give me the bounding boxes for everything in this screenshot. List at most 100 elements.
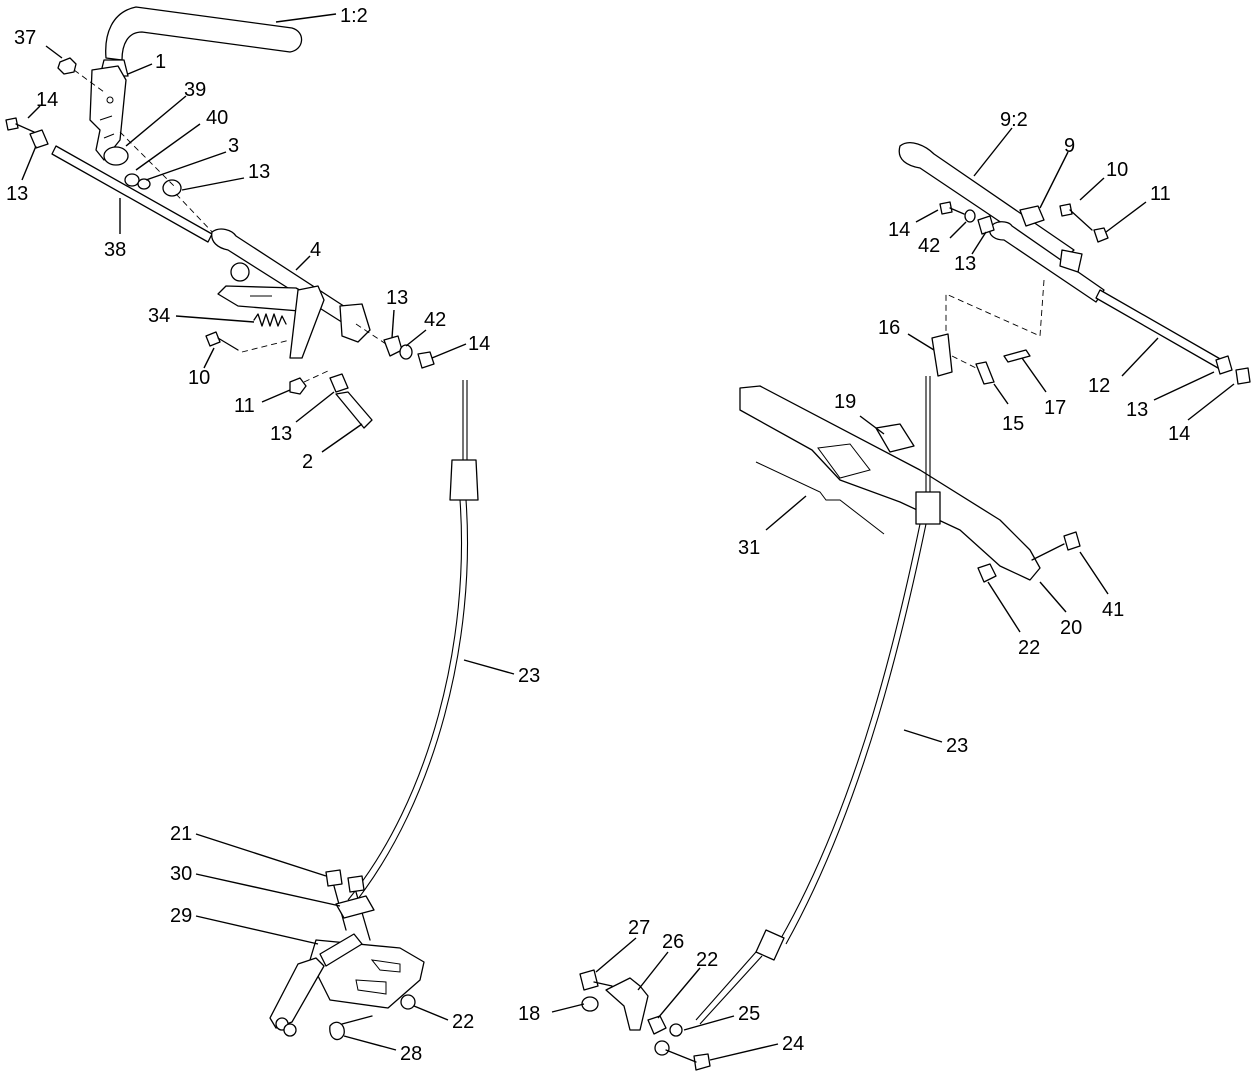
- clip-30: [335, 895, 375, 919]
- bolt-24: [665, 1049, 711, 1071]
- callout-14-right-end: 14: [1168, 423, 1190, 445]
- bolt-2: [335, 391, 373, 429]
- right-bottom-linkage: [579, 969, 711, 1071]
- callout-1: 1: [155, 51, 166, 73]
- spring-34: [253, 313, 287, 327]
- leader-lines: [21, 13, 1235, 1061]
- callout-27: 27: [628, 917, 650, 939]
- shaft-12: [1095, 289, 1223, 369]
- callout-10-left: 10: [188, 367, 210, 389]
- bolt-28: [329, 1015, 373, 1041]
- shaft-38: [51, 145, 213, 243]
- callout-40: 40: [206, 107, 228, 129]
- bushing-13-right-upper: [977, 215, 995, 235]
- callout-13-right: 13: [386, 287, 408, 309]
- wire-31: [755, 461, 885, 535]
- callout-19: 19: [834, 391, 856, 413]
- right-control-lever-assembly: [739, 142, 1251, 583]
- callout-30: 30: [170, 863, 192, 885]
- callout-2: 2: [302, 451, 313, 473]
- bracket-26: [605, 977, 649, 1031]
- linkage-arm: [269, 957, 325, 1029]
- bushing-13-right: [383, 335, 403, 357]
- bolt-14-upper-right: [939, 201, 965, 215]
- callout-9-2: 9:2: [1000, 109, 1028, 131]
- bolt-14-left: [5, 117, 35, 133]
- callout-12: 12: [1088, 375, 1110, 397]
- callout-22-left: 22: [452, 1011, 474, 1033]
- callout-21: 21: [170, 823, 192, 845]
- bolt-21-a: [325, 869, 347, 931]
- bolt-14-right: [417, 351, 435, 369]
- callout-37: 37: [14, 27, 36, 49]
- bushing-13-upper: [162, 179, 182, 197]
- callout-22-right: 22: [1018, 637, 1040, 659]
- clip-17: [1003, 349, 1031, 363]
- bolt-41: [1031, 531, 1081, 561]
- left-control-lever-assembly: [5, 6, 435, 429]
- mount-bracket-20: [739, 385, 1041, 581]
- callout-11-left: 11: [234, 395, 255, 417]
- callout-20: 20: [1060, 617, 1082, 639]
- bolt-10-right: [1059, 203, 1093, 231]
- bushing-13-lower: [329, 373, 349, 393]
- callout-23-left: 23: [518, 665, 540, 687]
- bolt-14-right-end: [1235, 367, 1251, 385]
- callout-28: 28: [400, 1043, 422, 1065]
- bolt-27: [579, 969, 613, 991]
- callout-13-upper: 13: [248, 161, 270, 183]
- callout-13-right-end: 13: [1126, 399, 1148, 421]
- callout-24: 24: [782, 1033, 804, 1055]
- rod-end-25: [669, 1023, 683, 1037]
- cable-nut-right: [915, 491, 941, 525]
- callout-34: 34: [148, 305, 170, 327]
- callout-29: 29: [170, 905, 192, 927]
- callout-31: 31: [738, 537, 760, 559]
- callout-25: 25: [738, 1003, 760, 1025]
- callout-9: 9: [1064, 135, 1075, 157]
- nut-22-bottom: [647, 1015, 667, 1035]
- callout-4: 4: [310, 239, 321, 261]
- callout-22-bottom: 22: [696, 949, 718, 971]
- callout-13-upper-right: 13: [954, 253, 976, 275]
- callout-10-right: 10: [1106, 159, 1128, 181]
- callout-labels: 1:2 37 1 14 39 40 3 13 13 38 4 34 13 42 …: [6, 5, 1190, 1065]
- callout-15: 15: [1002, 413, 1024, 435]
- callout-11-right: 11: [1150, 183, 1171, 205]
- left-bottom-bracket-assembly: [269, 869, 425, 1041]
- washer-42-left: [399, 344, 413, 360]
- nut-11-right: [1093, 227, 1109, 243]
- callout-26: 26: [662, 931, 684, 953]
- nut-11-left: [289, 377, 307, 395]
- callout-39: 39: [184, 79, 206, 101]
- bolt-10-left: [205, 331, 239, 351]
- callout-3: 3: [228, 135, 239, 157]
- nut-22-left: [400, 994, 416, 1010]
- callout-14-upper-left: 14: [36, 89, 58, 111]
- plate-19: [875, 423, 915, 453]
- callout-41: 41: [1102, 599, 1124, 621]
- left-cable: [347, 380, 479, 905]
- callout-38: 38: [104, 239, 126, 261]
- pin-15: [975, 361, 995, 385]
- washer-39: [103, 146, 129, 166]
- nut-37: [57, 57, 77, 75]
- bushing-13-right-end: [1215, 355, 1233, 375]
- pivot-arm: [289, 285, 325, 359]
- callout-18: 18: [518, 1003, 540, 1025]
- callout-1-2: 1:2: [340, 5, 368, 27]
- callout-42-left: 42: [424, 309, 446, 331]
- callout-13-lower: 13: [270, 423, 292, 445]
- callout-14-upper-right: 14: [888, 219, 910, 241]
- cable-nut-left: [449, 459, 479, 501]
- clevis-16: [931, 333, 953, 377]
- callout-17: 17: [1044, 397, 1066, 419]
- washer-42-right: [964, 209, 976, 223]
- callout-16: 16: [878, 317, 900, 339]
- lever-bracket: [89, 65, 127, 161]
- callout-14-right: 14: [468, 333, 490, 355]
- right-cable: [695, 376, 941, 1025]
- bushing-13-left: [29, 129, 49, 149]
- nut-40: [124, 173, 140, 187]
